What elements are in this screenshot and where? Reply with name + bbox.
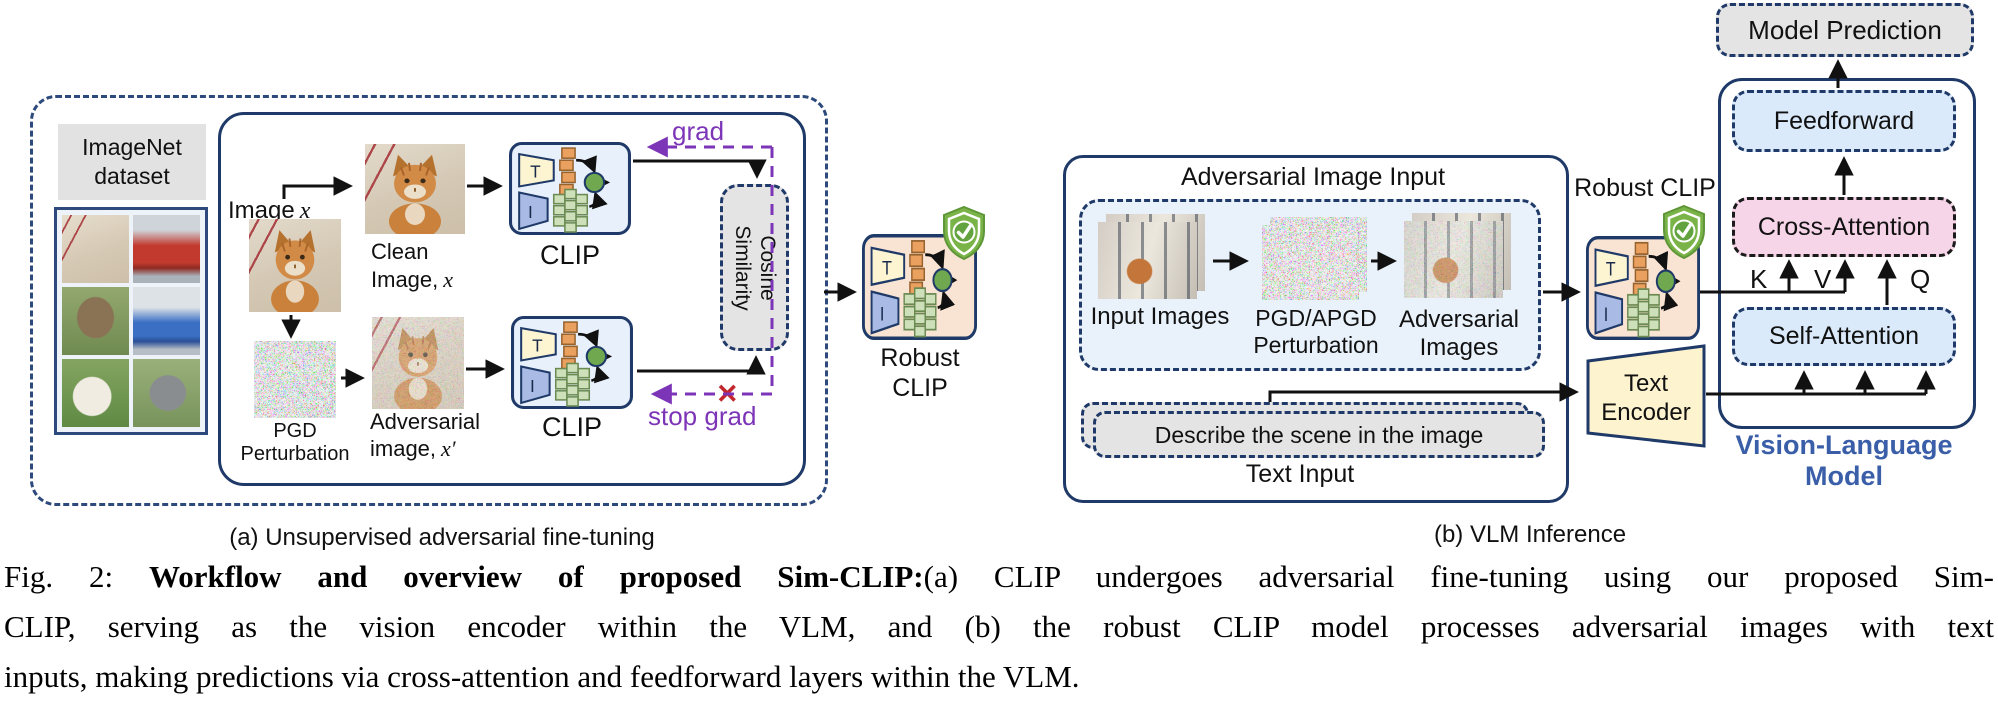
svg-text:I: I xyxy=(528,202,533,222)
input-images xyxy=(1098,214,1206,302)
imagenet-line2: dataset xyxy=(94,163,170,189)
dataset-image-red-car xyxy=(133,215,200,283)
dataset-image-cat xyxy=(62,215,129,283)
pgd-perturbation-label: PGD Perturbation xyxy=(240,420,350,465)
robust-clip-block-b: T I xyxy=(1586,236,1700,340)
text-encoder-label: Text Encoder xyxy=(1601,370,1691,426)
self-attention-block: Self-Attention xyxy=(1732,307,1956,366)
adversarial-cat-image xyxy=(372,317,464,409)
robust-clip-block: T I xyxy=(862,234,977,340)
caption-fig-number: Fig. 2: xyxy=(4,559,149,594)
dataset-image-white-dog xyxy=(62,359,129,427)
svg-text:T: T xyxy=(1606,258,1616,280)
figure-caption: Fig. 2: Workflow and overview of propose… xyxy=(4,552,1994,702)
stop-grad-label: stop grad xyxy=(648,401,757,431)
dataset-image-animal xyxy=(62,287,129,355)
adversarial-images xyxy=(1404,213,1512,301)
imagenet-line1: ImageNet xyxy=(82,134,182,160)
shield-check-icon xyxy=(1658,204,1710,260)
model-prediction-block: Model Prediction xyxy=(1716,3,1974,57)
clean-cat-image xyxy=(365,144,465,234)
prompt-box: Describe the scene in the image xyxy=(1093,411,1545,458)
k-label: K xyxy=(1750,264,1768,294)
vlm-frame xyxy=(1718,78,1976,429)
clip-encoder-block-top: T I xyxy=(509,142,631,235)
clip1-label: CLIP xyxy=(539,240,601,270)
grad-label: grad xyxy=(672,116,725,146)
imagenet-sample-grid xyxy=(54,207,208,435)
svg-text:I: I xyxy=(530,376,535,396)
adversarial-image-label: Adversarial image,x′ xyxy=(370,409,481,461)
vision-language-model-title: Vision-Language Model xyxy=(1735,430,1953,491)
cosine-similarity-label: Cosine Similarity xyxy=(730,224,779,311)
cosine-similarity-block: Cosine Similarity xyxy=(720,184,789,351)
adversarial-image-front xyxy=(1404,221,1504,299)
robust-clip-label: Robust CLIP xyxy=(880,344,960,402)
panel-a-dashed-frame xyxy=(30,95,828,506)
feedforward-block: Feedforward xyxy=(1732,90,1956,152)
caption-line-1: Fig. 2: Workflow and overview of propose… xyxy=(4,559,1994,594)
svg-text:T: T xyxy=(530,161,541,181)
svg-text:T: T xyxy=(532,335,543,355)
clip2-label: CLIP xyxy=(541,412,603,442)
caption-line-2: CLIP, serving as the vision encoder with… xyxy=(4,609,1994,644)
noise-overlay xyxy=(1404,221,1504,299)
noise-overlay xyxy=(372,317,464,409)
dataset-image-vehicle xyxy=(133,359,200,427)
finetune-inner-frame xyxy=(218,112,806,486)
q-label: Q xyxy=(1910,264,1931,294)
adversarial-images-label: Adversarial Images xyxy=(1398,306,1520,361)
caption-line-3: inputs, making predictions via cross-att… xyxy=(4,659,1080,694)
pgd-noise-image xyxy=(254,341,336,418)
svg-text:I: I xyxy=(880,303,885,325)
source-cat-image xyxy=(249,219,341,312)
v-label: V xyxy=(1814,264,1832,294)
pgd-apgd-noise-images xyxy=(1262,217,1367,302)
noise-image-front xyxy=(1262,225,1359,300)
subfigure-b-caption: (b) VLM Inference xyxy=(1433,521,1627,548)
svg-text:T: T xyxy=(882,257,892,279)
imagenet-dataset-label: ImageNet dataset xyxy=(58,124,206,200)
text-input-label: Text Input xyxy=(1245,460,1355,488)
text-encoder-block: Text Encoder xyxy=(1586,344,1706,448)
adversarial-image-input-title: Adversarial Image Input xyxy=(1180,163,1446,191)
stop-grad-x-icon: ✕ xyxy=(716,379,739,409)
vlm-input-frame xyxy=(1063,155,1569,503)
pgd-apgd-label: PGD/APGD Perturbation xyxy=(1253,305,1379,358)
dataset-image-blue-car xyxy=(133,287,200,355)
clip-encoder-block-bottom: T I xyxy=(511,316,633,409)
robust-clip-label-b: Robust CLIP xyxy=(1574,174,1716,202)
input-image-front xyxy=(1098,222,1198,300)
cross-attention-block: Cross-Attention xyxy=(1732,197,1956,257)
subfigure-a-caption: (a) Unsupervised adversarial fine-tuning xyxy=(229,524,655,551)
shield-check-icon xyxy=(938,205,990,261)
caption-bold-title: Workflow and overview of proposed Sim-CL… xyxy=(148,559,924,594)
clean-image-label: Clean Image,x xyxy=(371,239,454,292)
input-images-label: Input Images xyxy=(1090,303,1230,330)
svg-text:I: I xyxy=(1604,303,1608,325)
